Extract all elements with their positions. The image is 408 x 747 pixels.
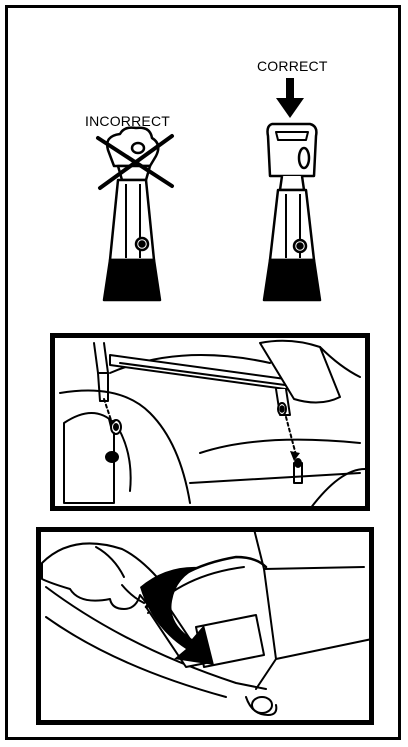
lever-release-figure — [36, 527, 374, 725]
clip-incorrect-illustration — [104, 128, 160, 300]
handle-insertion-figure — [50, 333, 370, 511]
down-arrow-icon — [276, 78, 304, 118]
clip-correct-illustration — [264, 124, 320, 300]
clip-orientation-figure — [60, 50, 360, 320]
